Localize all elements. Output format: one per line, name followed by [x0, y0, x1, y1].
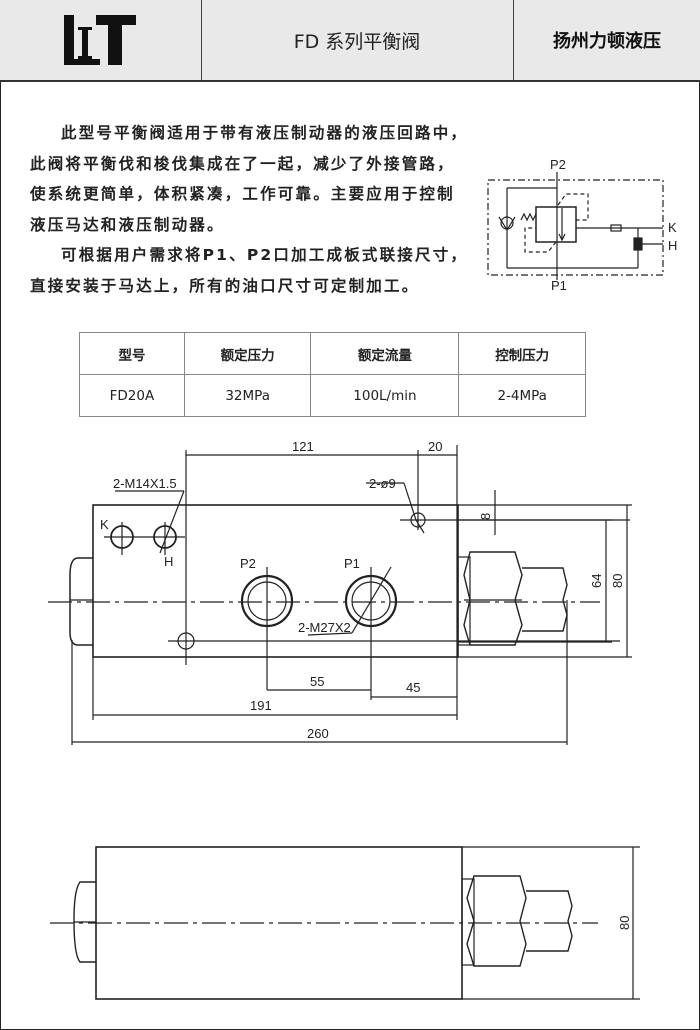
header-model: 型号: [79, 332, 185, 375]
dim-121: 121: [292, 439, 314, 454]
dim-80-side: 80: [617, 916, 632, 930]
callout-m14: 2-M14X1.5: [113, 476, 177, 491]
port-k-label: K: [668, 220, 677, 235]
callout-leader-m27: [351, 566, 392, 634]
spring-icon: [520, 212, 537, 222]
header-divider: [513, 0, 514, 80]
pilot-line-top: [557, 193, 589, 221]
intro-paragraph-2: 可根据用户需求将P1、P2口加工成板式联接尺寸，直接安装于马达上，所有的油口尺寸…: [30, 246, 469, 295]
cell-rated-flow: 100L/min: [310, 374, 460, 417]
port-h-label: H: [668, 238, 677, 253]
callout-leader-m14: [159, 490, 185, 554]
shuttle-valve-icon: [633, 237, 643, 251]
dim-191: 191: [250, 698, 272, 713]
callout-p1: P1: [344, 556, 360, 571]
lit-logo-icon: [64, 15, 136, 65]
intro-paragraph-1: 此型号平衡阀适用于带有液压制动器的液压回路中，此阀将平衡伐和梭伐集成在了一起，减…: [30, 124, 469, 234]
spec-table: 型号 额定压力 额定流量 控制压力 FD20A 32MPa 100L/min 2…: [79, 332, 586, 417]
fitting-hex-small: [522, 567, 568, 632]
side-fitting-hex-small: [526, 890, 573, 952]
table-header-row: 型号 额定压力 额定流量 控制压力: [79, 332, 586, 375]
cell-model: FD20A: [79, 374, 185, 417]
valve-body: [535, 206, 577, 243]
pilot-line-bottom: [524, 227, 557, 253]
dim-260: 260: [307, 726, 329, 741]
dim-64: 64: [589, 574, 604, 588]
fitting-washer: [457, 556, 471, 646]
callout-phi9: 2-ø9: [369, 476, 396, 491]
side-fitting-hex-large: [466, 875, 527, 967]
dim-80: 80: [610, 574, 625, 588]
callout-h: H: [164, 554, 173, 569]
page-title: FD 系列平衡阀: [293, 30, 421, 53]
intro-text: 此型号平衡阀适用于带有液压制动器的液压回路中，此阀将平衡伐和梭伐集成在了一起，减…: [30, 118, 470, 301]
port-p2-label: P2: [550, 157, 566, 172]
orifice-icon: [610, 224, 622, 232]
dim-45: 45: [406, 680, 420, 695]
valve-block-top-view: [92, 504, 459, 658]
logo: [0, 0, 200, 80]
side-left-nut: [73, 881, 96, 963]
dim-20: 20: [428, 439, 442, 454]
callout-p2: P2: [240, 556, 256, 571]
technical-drawing: 121 20 8 64 80 55 45 191 260 80 2-M14X1.…: [48, 439, 640, 1000]
table-row: FD20A 32MPa 100L/min 2-4MPa: [79, 374, 586, 417]
fitting-hex-large: [463, 551, 523, 646]
company-name: 扬州力顿液压: [553, 31, 661, 52]
dim-55: 55: [310, 674, 324, 689]
hydraulic-schematic: P2 P1 K H: [487, 157, 677, 290]
valve-arrowhead: [558, 233, 566, 242]
left-plug-nut: [69, 557, 93, 646]
callout-m27: 2-M27X2: [298, 620, 351, 635]
port-p1-label: P1: [551, 278, 567, 290]
dim-8: 8: [478, 513, 493, 520]
callout-underline-m27: [307, 632, 353, 636]
cell-rated-pressure: 32MPa: [183, 374, 312, 417]
side-fitting-washer: [461, 878, 475, 966]
callout-k: K: [100, 517, 109, 532]
cell-control-pressure: 2-4MPa: [458, 374, 586, 417]
header-rated-flow: 额定流量: [310, 332, 460, 375]
header-control-pressure: 控制压力: [458, 332, 586, 375]
header-rated-pressure: 额定压力: [183, 332, 312, 375]
header-bar: FD 系列平衡阀 扬州力顿液压: [0, 0, 700, 82]
callout-leader-phi9: [403, 482, 425, 534]
header-divider: [201, 0, 202, 80]
check-valve-seat: [498, 216, 516, 232]
